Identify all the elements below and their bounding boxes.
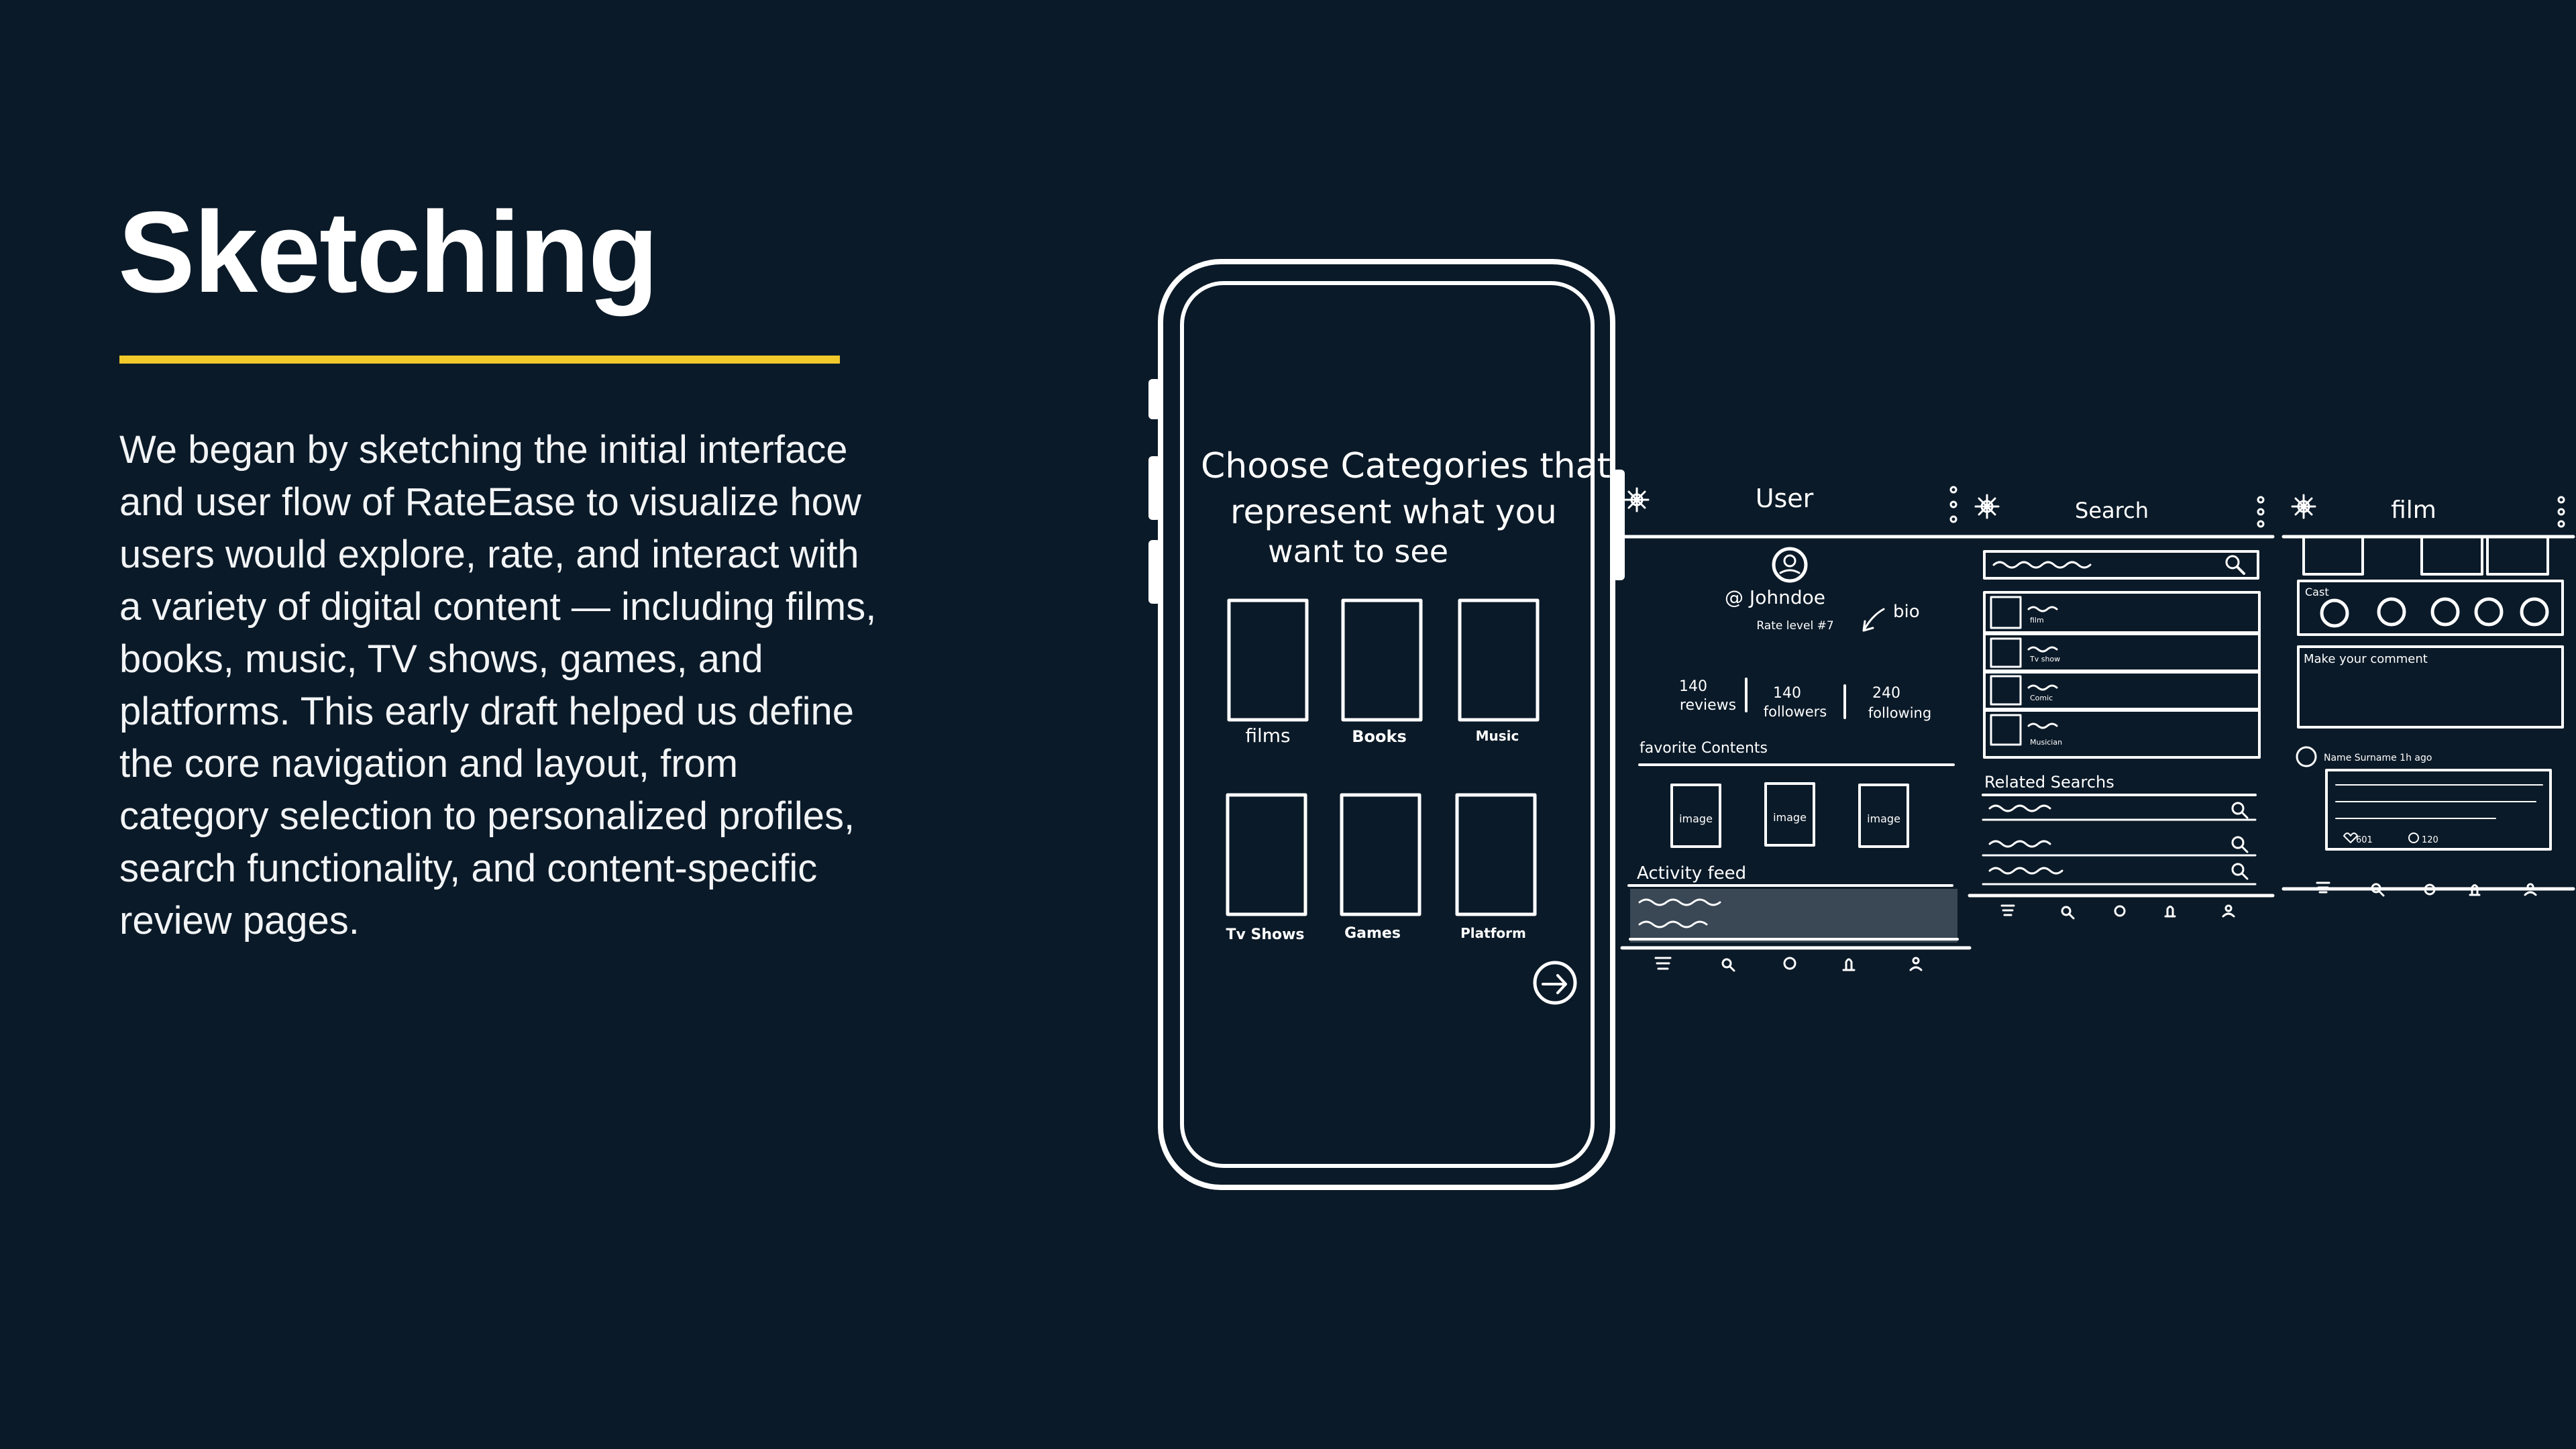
activity-feed-highlight [1630,889,1957,943]
title-underline [119,356,840,364]
phone-sketch [1148,259,1625,1190]
compass-icon[interactable] [2114,905,2126,917]
comment-placeholder: Make your comment [2304,652,2428,666]
category-card-tv-shows[interactable] [1226,793,1307,916]
bottom-nav-film [2316,881,2537,897]
bell-icon[interactable] [2164,906,2176,918]
activity-feed-heading: Activity feed [1637,863,1746,883]
category-label-platform: Platform [1460,925,1526,941]
category-card-music[interactable] [1458,598,1540,722]
stat-following-value: 240 [1872,685,1900,702]
category-label-tv-shows: Tv Shows [1226,926,1304,943]
result-type-3: Comic [2030,694,2053,702]
category-label-music: Music [1476,728,1519,744]
search-screen-sketch [1968,494,2275,898]
result-type-4: Musician [2030,738,2062,747]
category-card-books[interactable] [1341,598,1423,722]
search-input[interactable] [1983,550,2259,580]
comment-input[interactable] [2297,645,2564,729]
category-card-platform[interactable] [1455,793,1537,916]
replies-count: 120 [2422,835,2438,845]
profile-icon[interactable] [1909,957,1923,971]
flower-icon [2291,494,2316,519]
category-label-books: Books [1352,727,1407,746]
likes-count: 601 [2356,835,2373,845]
film-screen-sketch [2282,494,2575,891]
profile-icon[interactable] [2222,904,2235,918]
bell-icon[interactable] [2469,884,2481,896]
result-type-2: Tv show [2029,655,2060,663]
stat-following-label: following [1868,705,1931,721]
flower-icon [1974,494,2000,519]
stat-reviews-value: 140 [1679,678,1707,695]
bottom-nav-user [1654,957,1923,972]
phone-heading-line2: represent what you [1230,492,1557,531]
compass-icon[interactable] [1783,957,1796,970]
stat-followers-label: followers [1764,704,1827,720]
slide-body-text: We began by sketching the initial interf… [119,428,877,943]
phone-heading-line1: Choose Categories that [1201,446,1611,486]
home-icon[interactable] [1654,957,1672,970]
search-icon[interactable] [1721,958,1735,972]
slide-title: Sketching [118,188,659,317]
result-type-1: film [2030,616,2044,625]
search-icon[interactable] [2061,906,2075,920]
avatar [1772,547,1808,583]
cast-label: Cast [2305,586,2329,598]
user-screen-title: User [1756,484,1814,513]
flower-icon [1624,487,1650,513]
profile-icon[interactable] [2524,883,2537,896]
user-bio-label: bio [1893,602,1920,622]
more-options-icon[interactable] [2257,496,2265,528]
search-icon[interactable] [2225,555,2245,575]
favorite-item-3: image [1867,812,1900,825]
bottom-nav-search [2000,904,2235,920]
search-icon[interactable] [2371,883,2385,897]
compass-icon[interactable] [2424,883,2436,896]
home-icon[interactable] [2000,904,2015,916]
next-arrow-icon[interactable] [1533,961,1577,1005]
category-card-games[interactable] [1340,793,1421,916]
stat-reviews-label: reviews [1680,697,1736,714]
home-icon[interactable] [2316,881,2330,894]
film-screen-title: film [2391,496,2436,524]
user-handle: @ Johndoe [1725,586,1825,608]
category-label-games: Games [1344,925,1401,942]
phone-heading-line3: want to see [1268,533,1448,570]
user-screen-sketch [1620,486,1972,950]
category-card-films[interactable] [1227,598,1309,722]
favorites-heading: favorite Contents [1640,740,1768,757]
more-options-icon[interactable] [2557,496,2565,528]
stat-followers-value: 140 [1773,685,1801,702]
search-screen-title: Search [2075,498,2149,523]
bell-icon[interactable] [1842,958,1856,971]
related-searches-heading: Related Searchs [1984,773,2114,792]
category-label-films: films [1245,724,1290,747]
more-options-icon[interactable] [1949,486,1957,523]
comment-meta: Name Surname 1h ago [2324,753,2432,763]
user-rate-level: Rate level #7 [1756,619,1833,633]
favorite-item-2: image [1773,811,1807,824]
favorite-item-1: image [1679,812,1713,825]
